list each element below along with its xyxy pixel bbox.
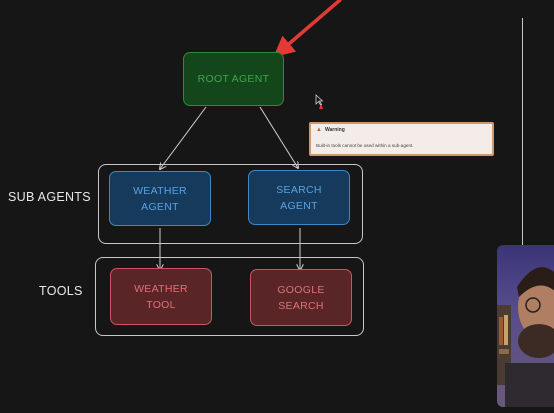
tools-group (95, 257, 364, 336)
warning-triangle-icon: ▲ (316, 127, 322, 133)
root-to-weather-agent-arrow (160, 106, 207, 169)
presenter-video (497, 267, 554, 407)
warning-marker-icon (319, 104, 323, 109)
warning-message: Built-in tools cannot be used within a s… (316, 143, 414, 148)
red-arrow-pointer-icon (273, 0, 342, 58)
weather-tool-node: WEATHER TOOL (110, 268, 212, 325)
warning-header: ▲ Warning (316, 127, 345, 133)
webcam-overlay (497, 245, 554, 407)
google-search-node: GOOGLE SEARCH (250, 269, 352, 326)
sub-agents-group (98, 164, 363, 244)
warning-title: Warning (324, 127, 345, 133)
search-agent-node: SEARCH AGENT (248, 170, 350, 225)
root-agent-node: ROOT AGENT (183, 52, 284, 106)
sub-agents-label: SUB AGENTS (8, 190, 91, 204)
root-to-search-agent-arrow (259, 106, 298, 168)
weather-agent-node: WEATHER AGENT (109, 171, 211, 226)
warning-tooltip: ▲ Warning Built-in tools cannot be used … (309, 122, 494, 156)
divider-line (522, 18, 523, 248)
mouse-cursor-icon (315, 94, 324, 106)
tools-label: TOOLS (39, 284, 83, 298)
